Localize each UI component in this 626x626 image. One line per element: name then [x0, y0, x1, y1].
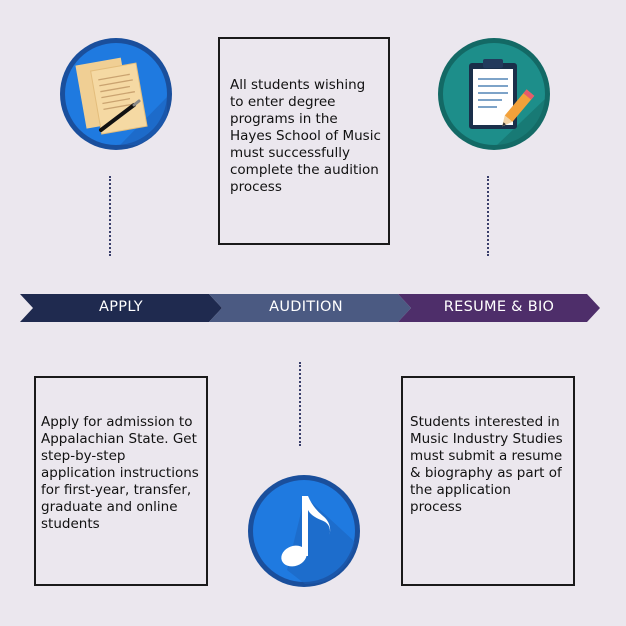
resume-icon — [437, 37, 551, 151]
audition-description: All students wishing to enter degree pro… — [230, 77, 381, 195]
connector-apply — [109, 176, 111, 256]
music-note-icon — [247, 474, 361, 588]
resume-description-box: Students interested in Music Industry St… — [401, 376, 575, 586]
apply-description: Apply for admission to Appalachian State… — [41, 414, 199, 532]
step-apply-label: APPLY — [99, 299, 143, 315]
step-resume-label: RESUME & BIO — [443, 299, 555, 315]
apply-icon — [59, 37, 173, 151]
connector-audition — [299, 362, 301, 446]
audition-description-box: All students wishing to enter degree pro… — [218, 37, 390, 245]
resume-description: Students interested in Music Industry St… — [410, 414, 563, 515]
step-audition-label: AUDITION — [269, 299, 343, 315]
connector-resume — [487, 176, 489, 256]
apply-description-box: Apply for admission to Appalachian State… — [34, 376, 208, 586]
